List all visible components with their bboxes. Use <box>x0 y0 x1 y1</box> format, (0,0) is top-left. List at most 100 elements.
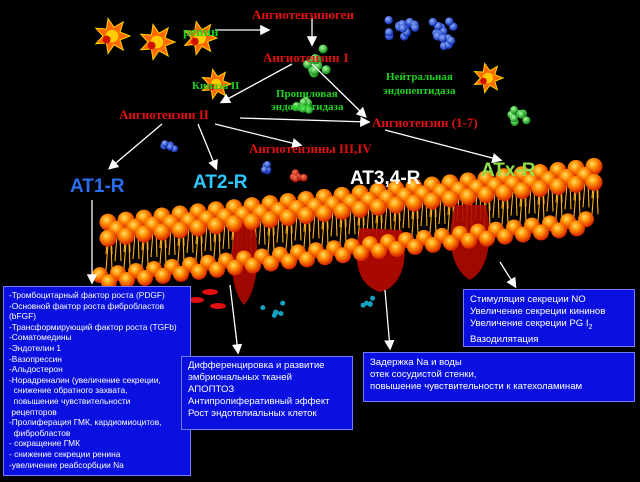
lipid-head <box>585 173 603 191</box>
lipid-head <box>135 225 153 243</box>
at2-effect-line: Антипролиферативный эффект <box>188 396 330 407</box>
atx-effect-line: Вазодилятация <box>470 333 539 345</box>
prolyl-endopeptidase-label-1: Пропиловая <box>276 88 338 100</box>
peptide-cluster-icon <box>360 295 376 308</box>
at2-effects-box: Дифференцировка и развитие эмбриональных… <box>181 356 353 430</box>
lipid-head <box>461 232 477 249</box>
at2-receptor-label: AT2-R <box>193 172 248 193</box>
lipid-head <box>173 265 189 282</box>
atx-effect-line: Увеличение секреции кининов <box>470 306 606 317</box>
peptide-cluster-icon <box>260 300 286 318</box>
peptide-cluster-icon <box>428 17 458 51</box>
atx-effect-line: Стимуляция секреции NO <box>470 294 586 305</box>
peptide-cluster-icon <box>260 161 272 175</box>
lipid-head <box>263 255 279 272</box>
at34-receptor-label: AT3,4-R <box>350 168 421 189</box>
lipid-head <box>533 224 549 241</box>
at1-effect-line: снижение обратного захвата, <box>9 385 128 396</box>
lipid-head <box>189 219 207 237</box>
lipid-head <box>569 220 585 237</box>
lipid-head <box>207 217 225 235</box>
lipid-head <box>515 226 531 243</box>
at1-effect-line: -Основной фактор роста фибробластов <box>9 300 165 311</box>
renin-molecule-icon <box>94 17 132 55</box>
at1-effect-line: -Тромбоцитарный фактор роста (PDGF) <box>9 290 165 300</box>
renin-molecule-icon <box>139 23 177 61</box>
lipid-head <box>243 213 261 231</box>
peptide-cluster-icon <box>289 169 308 183</box>
lipid-head <box>371 243 387 260</box>
lipid-head <box>513 182 531 200</box>
at34-effect-line: отек сосудистой стенки, <box>370 369 477 380</box>
lipid-head <box>443 234 459 251</box>
lipid-head <box>353 245 369 262</box>
lipid-head <box>497 228 513 245</box>
peptide-cluster-icon <box>507 105 531 127</box>
lipid-head <box>227 259 243 276</box>
lipid-head <box>369 198 387 216</box>
lipid-head <box>245 257 261 274</box>
lipid-head <box>137 269 153 286</box>
renin-molecule-icon <box>183 20 219 56</box>
lipid-head <box>351 200 369 218</box>
lipid-head <box>407 238 423 255</box>
neutral-endopeptidase-label-2: эндопептидаза <box>383 85 456 97</box>
at34-effect-line: Задержка Na и воды <box>370 357 462 368</box>
lipid-head <box>549 177 567 195</box>
lipid-head <box>99 229 117 247</box>
enzyme-molecule-icon <box>291 96 313 114</box>
enzyme-molecule-icon <box>473 62 505 94</box>
kininase-label: Киназа II <box>192 80 240 92</box>
lipid-head <box>495 184 513 202</box>
at2-effect-line: Рост эндотелиальных клеток <box>188 408 317 419</box>
at1-effects-box: -Тромбоцитарный фактор роста (PDGF) -Осн… <box>3 286 191 476</box>
at1-effect-line: -Эндотелин 1 <box>9 342 62 353</box>
lipid-head <box>315 204 333 222</box>
renin-label: ренин <box>183 24 219 39</box>
at34-effect-line: повышение чувствительности к катехоламин… <box>370 381 583 392</box>
neutral-endopeptidase-label-1: Нейтральная <box>386 71 453 83</box>
lipid-head <box>155 267 171 284</box>
lipid-head <box>299 251 315 268</box>
lipid-head <box>531 180 549 198</box>
at1-effect-line: -увеличение реабсорбции Na <box>9 459 124 470</box>
lipid-head <box>117 227 135 245</box>
at1-effect-line: -Пролиферация ГМК, кардиомиоцитов, <box>9 417 162 428</box>
lipid-head <box>387 196 405 214</box>
at1-effect-line: -Соматомедины <box>9 332 72 343</box>
at1-effect-line: -Трансформирующий фактор роста (TGFb) <box>9 321 177 332</box>
at1-effect-line: -Вазопрессин <box>9 353 62 364</box>
at1-effect-line: повышение чувствительности <box>9 395 131 406</box>
at2-effect-line: Дифференцировка и развитие <box>188 360 325 371</box>
atx-receptor-label: ATx-R <box>481 160 536 181</box>
at2-effect-line: эмбриональных тканей <box>188 372 292 383</box>
at1-effect-line: фибробластов <box>9 427 71 438</box>
lipid-head <box>405 194 423 212</box>
lipid-head <box>317 249 333 266</box>
lipid-head <box>479 230 495 247</box>
lipid-head <box>333 202 351 220</box>
lipid-head <box>279 209 297 227</box>
atx-effects-box: Стимуляция секреции NO Увеличение секрец… <box>463 289 635 347</box>
atx-pg-line: Увеличение секреции PG I <box>470 318 589 329</box>
lipid-head <box>209 261 225 278</box>
atx-effect-line: Увеличение секреции PG I2 <box>470 318 628 334</box>
pathway-arrows <box>86 18 517 355</box>
at1-effect-line: - сокращение ГМК <box>9 438 80 449</box>
angiotensinogen-label: Ангиотензиноген <box>252 7 354 22</box>
at1-effect-line: -Альдостерон <box>9 364 63 375</box>
at1-effect-line: рецептоpов <box>9 406 57 417</box>
lipid-head <box>225 215 243 233</box>
lipid-head <box>335 247 351 264</box>
lipid-head <box>441 190 459 208</box>
at1-effect-line: (bFGF) <box>9 311 36 322</box>
angiotensin-1-7-label: Ангиотензин (1-7) <box>372 115 478 130</box>
lipid-head <box>297 206 315 224</box>
lipid-head <box>425 236 441 253</box>
lipid-head <box>153 223 171 241</box>
lipid-head <box>171 221 189 239</box>
at1-receptor-label: AT1-R <box>70 176 125 197</box>
peptide-cluster-icon <box>384 15 420 41</box>
